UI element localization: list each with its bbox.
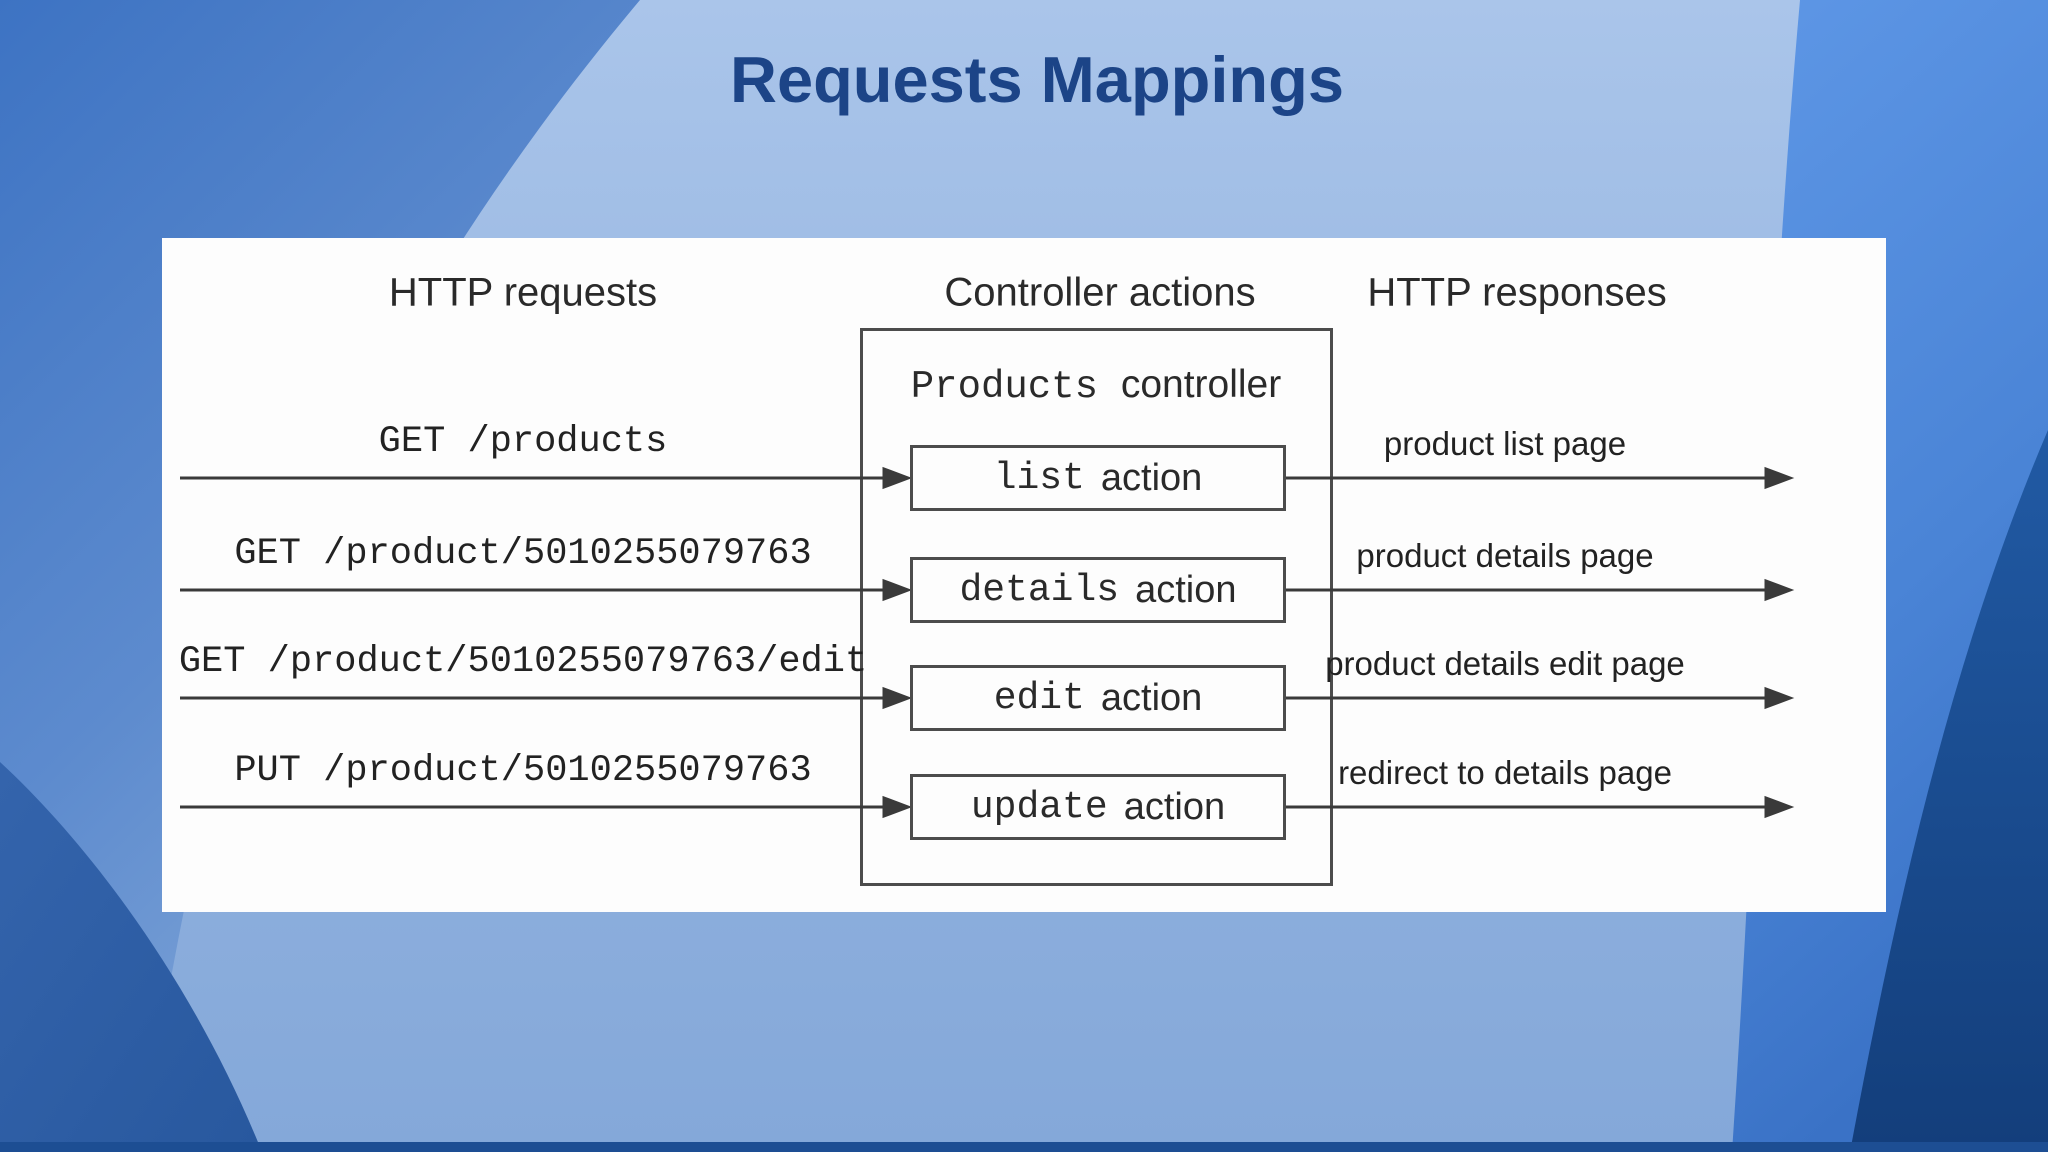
action-suffix: action — [1135, 568, 1237, 611]
response-arrow-head-2 — [1764, 578, 1795, 602]
request-arrow-head-3 — [882, 686, 913, 710]
action-name: edit — [993, 676, 1085, 720]
response-arrow-head-1 — [1764, 466, 1795, 490]
action-box-edit: edit action — [910, 665, 1286, 731]
action-box-list: list action — [910, 445, 1286, 511]
request-label-4: PUT /product/5010255079763 — [234, 750, 812, 792]
controller-name: Products — [910, 365, 1098, 409]
response-label-4: redirect to details page — [1338, 754, 1672, 791]
request-label-2: GET /product/5010255079763 — [234, 533, 812, 575]
action-box-details: details action — [910, 557, 1286, 623]
response-arrow-head-3 — [1764, 686, 1795, 710]
request-label-3: GET /product/5010255079763/edit — [178, 641, 868, 683]
response-label-2: product details page — [1356, 537, 1654, 574]
action-suffix: action — [1100, 456, 1203, 499]
slide-title: Requests Mappings — [730, 43, 1344, 116]
action-suffix: action — [1123, 785, 1226, 828]
action-name: list — [993, 456, 1085, 500]
response-arrow-head-4 — [1764, 795, 1795, 819]
request-arrow-head-1 — [882, 466, 913, 490]
action-box-update: update action — [910, 774, 1286, 840]
action-suffix: action — [1100, 676, 1203, 719]
controller-suffix: controller — [1120, 363, 1282, 406]
action-name: update — [970, 785, 1108, 829]
controller-label: Products controller — [911, 363, 1281, 409]
column-header-controller-actions: Controller actions — [944, 270, 1256, 315]
bg-left-swoosh — [0, 0, 640, 1152]
bg-bottom-bar — [0, 1142, 2048, 1152]
request-label-1: GET /products — [378, 421, 668, 463]
column-header-http-requests: HTTP requests — [388, 270, 658, 315]
response-label-3: product details edit page — [1325, 645, 1685, 682]
response-label-1: product list page — [1383, 425, 1627, 462]
bg-bottom-left-wedge — [0, 762, 262, 1152]
request-arrow-head-2 — [882, 578, 913, 602]
request-arrow-head-4 — [882, 795, 913, 819]
column-header-http-responses: HTTP responses — [1367, 270, 1667, 315]
bg-bottom-right-swoosh — [1850, 430, 2048, 1152]
action-name: details — [959, 568, 1120, 612]
